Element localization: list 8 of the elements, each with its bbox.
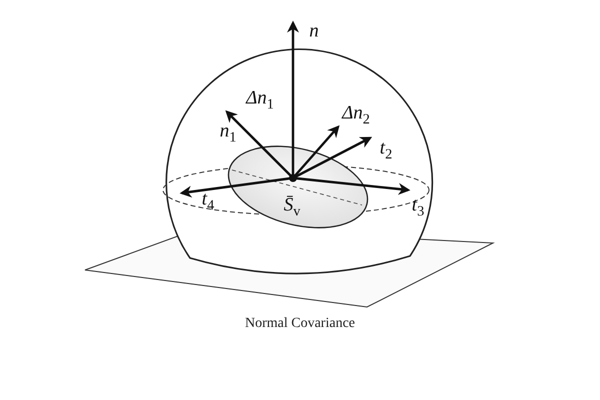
vector-label: n: [309, 22, 319, 40]
vector-label: Δn$_{2}$: [342, 103, 370, 127]
caption: Normal Covariance: [244, 316, 355, 331]
vector-label: Δn$_{1}$: [246, 88, 274, 112]
vector-label: t$_{2}$: [380, 138, 392, 162]
vector-label: t$_{4}$: [202, 189, 214, 213]
vector-label: n$_{1}$: [220, 121, 236, 145]
vector-label: S̄$_{v}$: [284, 195, 300, 219]
